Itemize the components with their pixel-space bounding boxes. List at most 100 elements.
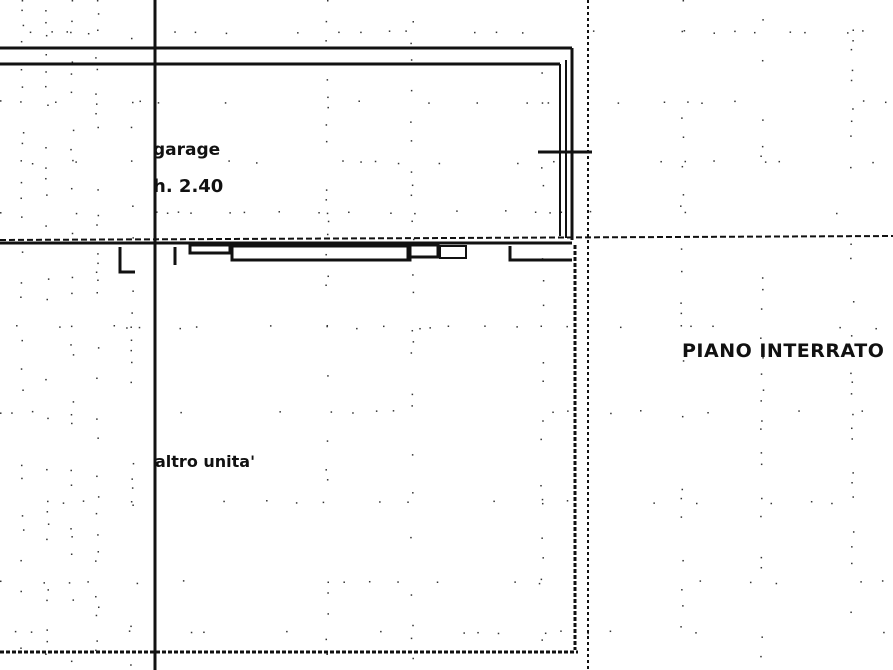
speck — [712, 325, 714, 328]
speck — [47, 500, 49, 503]
speck — [55, 101, 57, 103]
speck — [681, 165, 684, 168]
speck — [852, 413, 854, 416]
speck — [96, 418, 98, 420]
speck — [71, 276, 74, 279]
speck — [130, 37, 133, 40]
speck — [21, 0, 24, 2]
speck — [326, 324, 329, 327]
speck — [20, 559, 22, 562]
speck — [860, 581, 862, 583]
speck — [872, 161, 874, 164]
speck — [131, 478, 133, 480]
speck — [228, 160, 230, 162]
speck — [20, 464, 23, 467]
speck — [810, 500, 813, 503]
speck — [97, 551, 100, 553]
speck — [549, 212, 551, 214]
speck — [71, 232, 74, 235]
speck — [760, 452, 763, 454]
speck — [617, 102, 620, 104]
speck — [97, 534, 99, 536]
speck — [412, 238, 415, 241]
speck — [330, 411, 333, 413]
speck — [682, 136, 685, 138]
speck — [157, 102, 160, 104]
speck — [190, 212, 192, 214]
speck — [390, 212, 392, 214]
speck — [223, 500, 225, 503]
speck — [70, 413, 73, 416]
speck — [22, 24, 25, 27]
speck — [847, 32, 849, 34]
speck — [95, 93, 97, 95]
speck — [14, 630, 17, 633]
speck — [203, 631, 205, 634]
speck — [680, 205, 682, 207]
speck — [360, 161, 362, 163]
speck — [760, 463, 763, 466]
speck — [760, 515, 762, 518]
speck — [327, 592, 329, 594]
speck — [95, 271, 98, 274]
speck — [831, 502, 833, 505]
speck — [96, 68, 99, 71]
speck — [541, 639, 543, 641]
speck — [761, 145, 764, 148]
speck — [540, 438, 542, 441]
speck — [138, 326, 141, 329]
speck — [587, 632, 589, 635]
speck — [884, 101, 887, 104]
speck — [70, 469, 72, 472]
speck — [851, 381, 854, 383]
speck — [95, 649, 97, 652]
speck — [541, 167, 543, 169]
speck — [374, 160, 377, 163]
speck — [852, 301, 855, 303]
speck — [96, 640, 98, 642]
speck — [798, 410, 800, 412]
speck — [45, 71, 47, 73]
speck — [97, 606, 100, 609]
speck — [131, 361, 133, 364]
speck — [131, 312, 133, 314]
speck — [96, 224, 98, 226]
speck — [75, 161, 77, 163]
speck — [412, 341, 415, 343]
speck — [411, 454, 414, 456]
speck — [166, 212, 169, 214]
speck — [760, 556, 763, 559]
speck — [71, 20, 73, 23]
speck — [358, 100, 360, 102]
speck — [72, 129, 75, 132]
speck — [412, 624, 414, 627]
speck — [45, 225, 47, 227]
speck — [194, 31, 197, 34]
speck — [51, 31, 53, 33]
speck — [850, 611, 852, 614]
speck — [392, 410, 395, 412]
speck — [516, 326, 518, 328]
speck — [541, 102, 544, 104]
speck — [229, 212, 231, 214]
speck — [132, 290, 134, 292]
speck — [279, 411, 281, 413]
speck — [322, 501, 325, 504]
speck — [592, 30, 595, 32]
speck — [70, 73, 73, 75]
speck — [760, 566, 763, 569]
speck — [132, 101, 134, 104]
speck — [130, 381, 132, 384]
speck — [753, 31, 756, 34]
speck — [397, 581, 399, 583]
speck — [297, 32, 299, 34]
speck — [560, 630, 562, 632]
speck — [762, 19, 764, 21]
speck — [862, 100, 865, 102]
speck — [21, 86, 24, 88]
speck — [544, 632, 547, 635]
speck — [713, 160, 715, 162]
speck — [407, 501, 409, 503]
